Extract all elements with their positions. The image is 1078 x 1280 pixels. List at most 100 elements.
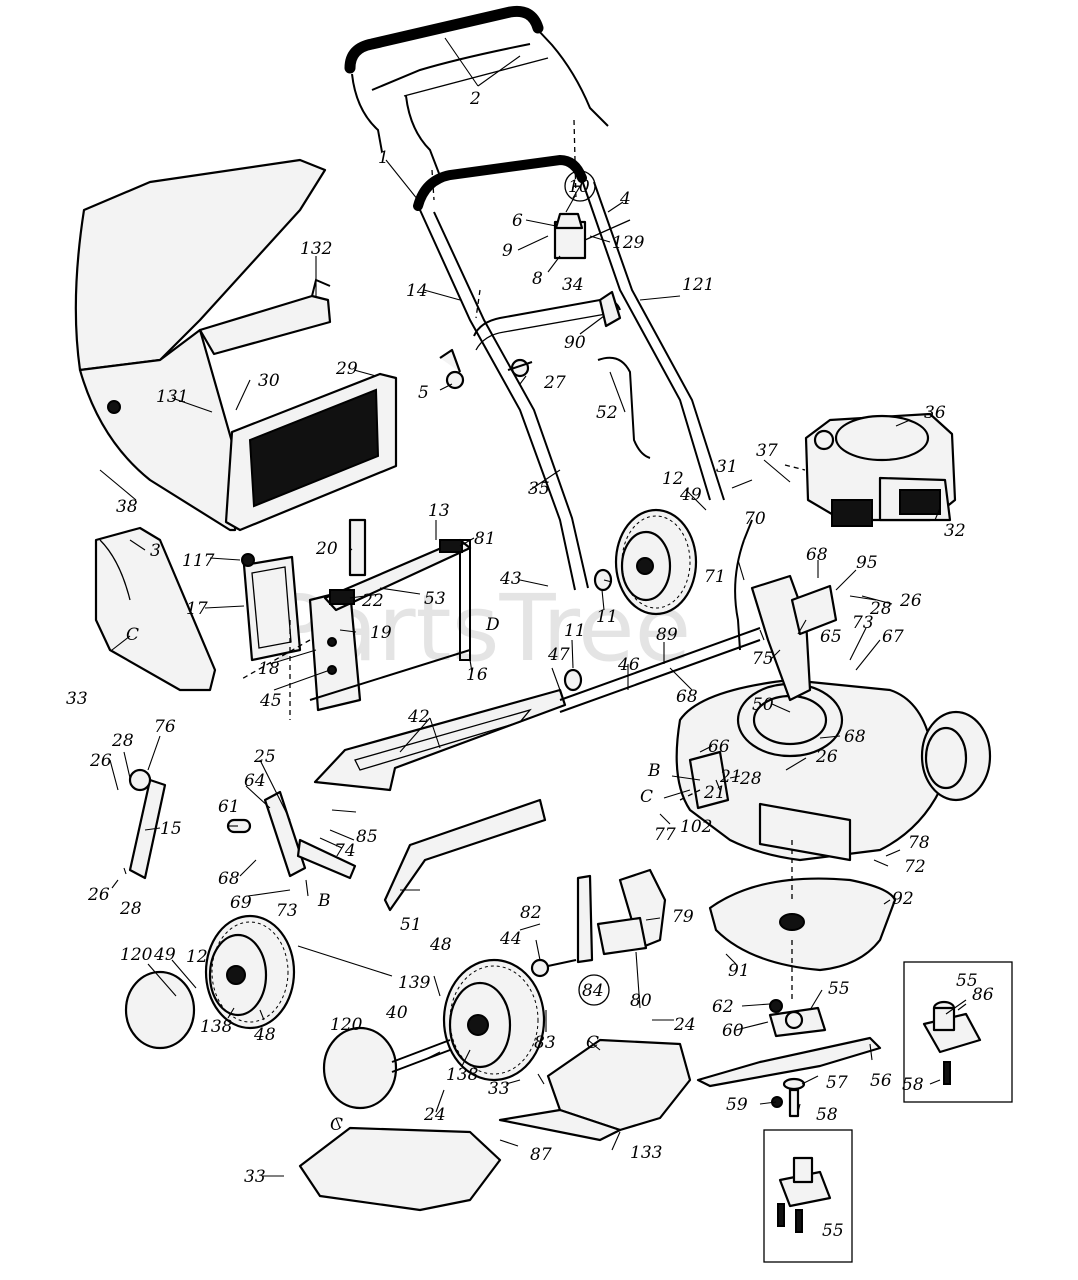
rear-axle-plate[interactable] <box>313 688 567 792</box>
label-73a: 73 <box>852 613 874 633</box>
rear-axle[interactable] <box>559 627 761 713</box>
label-8: 8 <box>532 269 543 289</box>
label-9: 9 <box>502 241 513 261</box>
label-77: 77 <box>654 825 676 845</box>
label-60: 60 <box>722 1021 744 1041</box>
label-26d: 26 <box>815 747 838 767</box>
label-68b: 68 <box>844 727 866 747</box>
label-45: 45 <box>259 691 282 711</box>
blade-baffle[interactable] <box>708 877 897 972</box>
label-79: 79 <box>672 907 694 927</box>
label-56: 56 <box>870 1071 892 1091</box>
height-adjust-lever-left[interactable] <box>128 768 167 880</box>
label-55b: 55 <box>956 971 978 991</box>
label-120b: 120 <box>330 1015 363 1035</box>
label-132: 132 <box>300 239 332 259</box>
label-47: 47 <box>547 645 570 665</box>
label-33c: 33 <box>244 1167 266 1187</box>
upper-handle[interactable] <box>344 5 609 177</box>
label-44: 44 <box>499 929 522 949</box>
label-10: 10 <box>568 177 590 197</box>
blade[interactable] <box>696 1036 882 1088</box>
label-40: 40 <box>385 1003 408 1023</box>
cable-guide <box>597 290 651 459</box>
label-ref-C-c: C <box>586 1033 599 1053</box>
label-ref-D: D <box>485 615 500 635</box>
label-22: 22 <box>361 591 384 611</box>
throttle-control[interactable] <box>553 212 631 260</box>
label-73b: 73 <box>276 901 298 921</box>
height-adjust-bracket[interactable] <box>226 790 357 880</box>
hub-cap-left[interactable] <box>124 970 196 1050</box>
handle-knob-left[interactable] <box>439 348 465 390</box>
label-80: 80 <box>630 991 652 1011</box>
mulch-plug[interactable] <box>298 1126 502 1212</box>
label-68d: 68 <box>218 869 240 889</box>
label-28b: 28 <box>119 899 142 919</box>
label-67: 67 <box>882 627 904 647</box>
side-discharge-chute[interactable] <box>498 1038 692 1142</box>
cable-70[interactable] <box>734 519 753 651</box>
bushing-upper <box>593 568 613 592</box>
rear-baffle[interactable] <box>383 798 547 912</box>
rear-wheel-right[interactable] <box>442 958 546 1082</box>
hub-cap-right[interactable] <box>322 1026 398 1110</box>
label-ref-C-a: C <box>126 625 139 645</box>
label-78: 78 <box>908 833 930 853</box>
label-30: 30 <box>258 371 280 391</box>
deck-front-bracket[interactable] <box>688 750 730 810</box>
blade-bolt <box>771 1077 806 1118</box>
label-2: 2 <box>469 89 481 109</box>
rear-wheel-left[interactable] <box>204 914 296 1030</box>
grass-bag[interactable] <box>74 158 327 532</box>
label-71: 71 <box>704 567 726 587</box>
label-31: 31 <box>716 457 738 477</box>
label-19: 19 <box>370 623 392 643</box>
handle-knob-right[interactable] <box>507 358 533 378</box>
label-52: 52 <box>596 403 618 423</box>
label-138a: 138 <box>200 1017 233 1037</box>
label-121: 121 <box>682 275 714 295</box>
deck-front-wheel[interactable] <box>920 710 992 802</box>
rear-bracket-assembly[interactable] <box>308 518 472 712</box>
deck-height-bracket[interactable] <box>750 574 838 702</box>
bag-frame[interactable] <box>224 372 398 532</box>
engine[interactable] <box>804 412 957 527</box>
blade-adapter[interactable] <box>768 999 827 1038</box>
label-38: 38 <box>116 497 138 517</box>
label-51: 51 <box>400 915 422 935</box>
label-37: 37 <box>756 441 778 461</box>
label-81: 81 <box>474 529 496 549</box>
bushing-lower <box>563 668 583 692</box>
label-68a: 68 <box>806 545 828 565</box>
front-wheel[interactable] <box>614 508 698 616</box>
chute-deflector[interactable] <box>94 526 217 692</box>
label-26a: 26 <box>89 751 112 771</box>
callout-circle-84 <box>578 974 610 1006</box>
rear-door[interactable] <box>242 555 302 662</box>
label-28d: 28 <box>739 769 762 789</box>
label-48a: 48 <box>429 935 452 955</box>
label-36: 36 <box>924 403 946 423</box>
plate-80[interactable] <box>596 916 648 956</box>
label-76: 76 <box>154 717 176 737</box>
label-55c: 55 <box>822 1221 844 1241</box>
leader-lines <box>99 37 967 1177</box>
label-84: 84 <box>582 981 604 1001</box>
label-89: 89 <box>656 625 678 645</box>
label-26b: 26 <box>87 885 110 905</box>
label-90: 90 <box>564 333 586 353</box>
label-70: 70 <box>744 509 766 529</box>
lower-handle[interactable] <box>413 154 725 591</box>
label-75: 75 <box>752 649 774 669</box>
label-82: 82 <box>520 903 542 923</box>
label-61: 61 <box>218 797 240 817</box>
lever-82[interactable] <box>576 874 594 964</box>
axle-bolt-40 <box>391 1039 451 1073</box>
label-129: 129 <box>612 233 645 253</box>
label-17: 17 <box>186 599 208 619</box>
label-24b: 24 <box>423 1105 446 1125</box>
label-20: 20 <box>315 539 338 559</box>
label-4: 4 <box>619 189 631 209</box>
spring-117 <box>241 553 255 567</box>
